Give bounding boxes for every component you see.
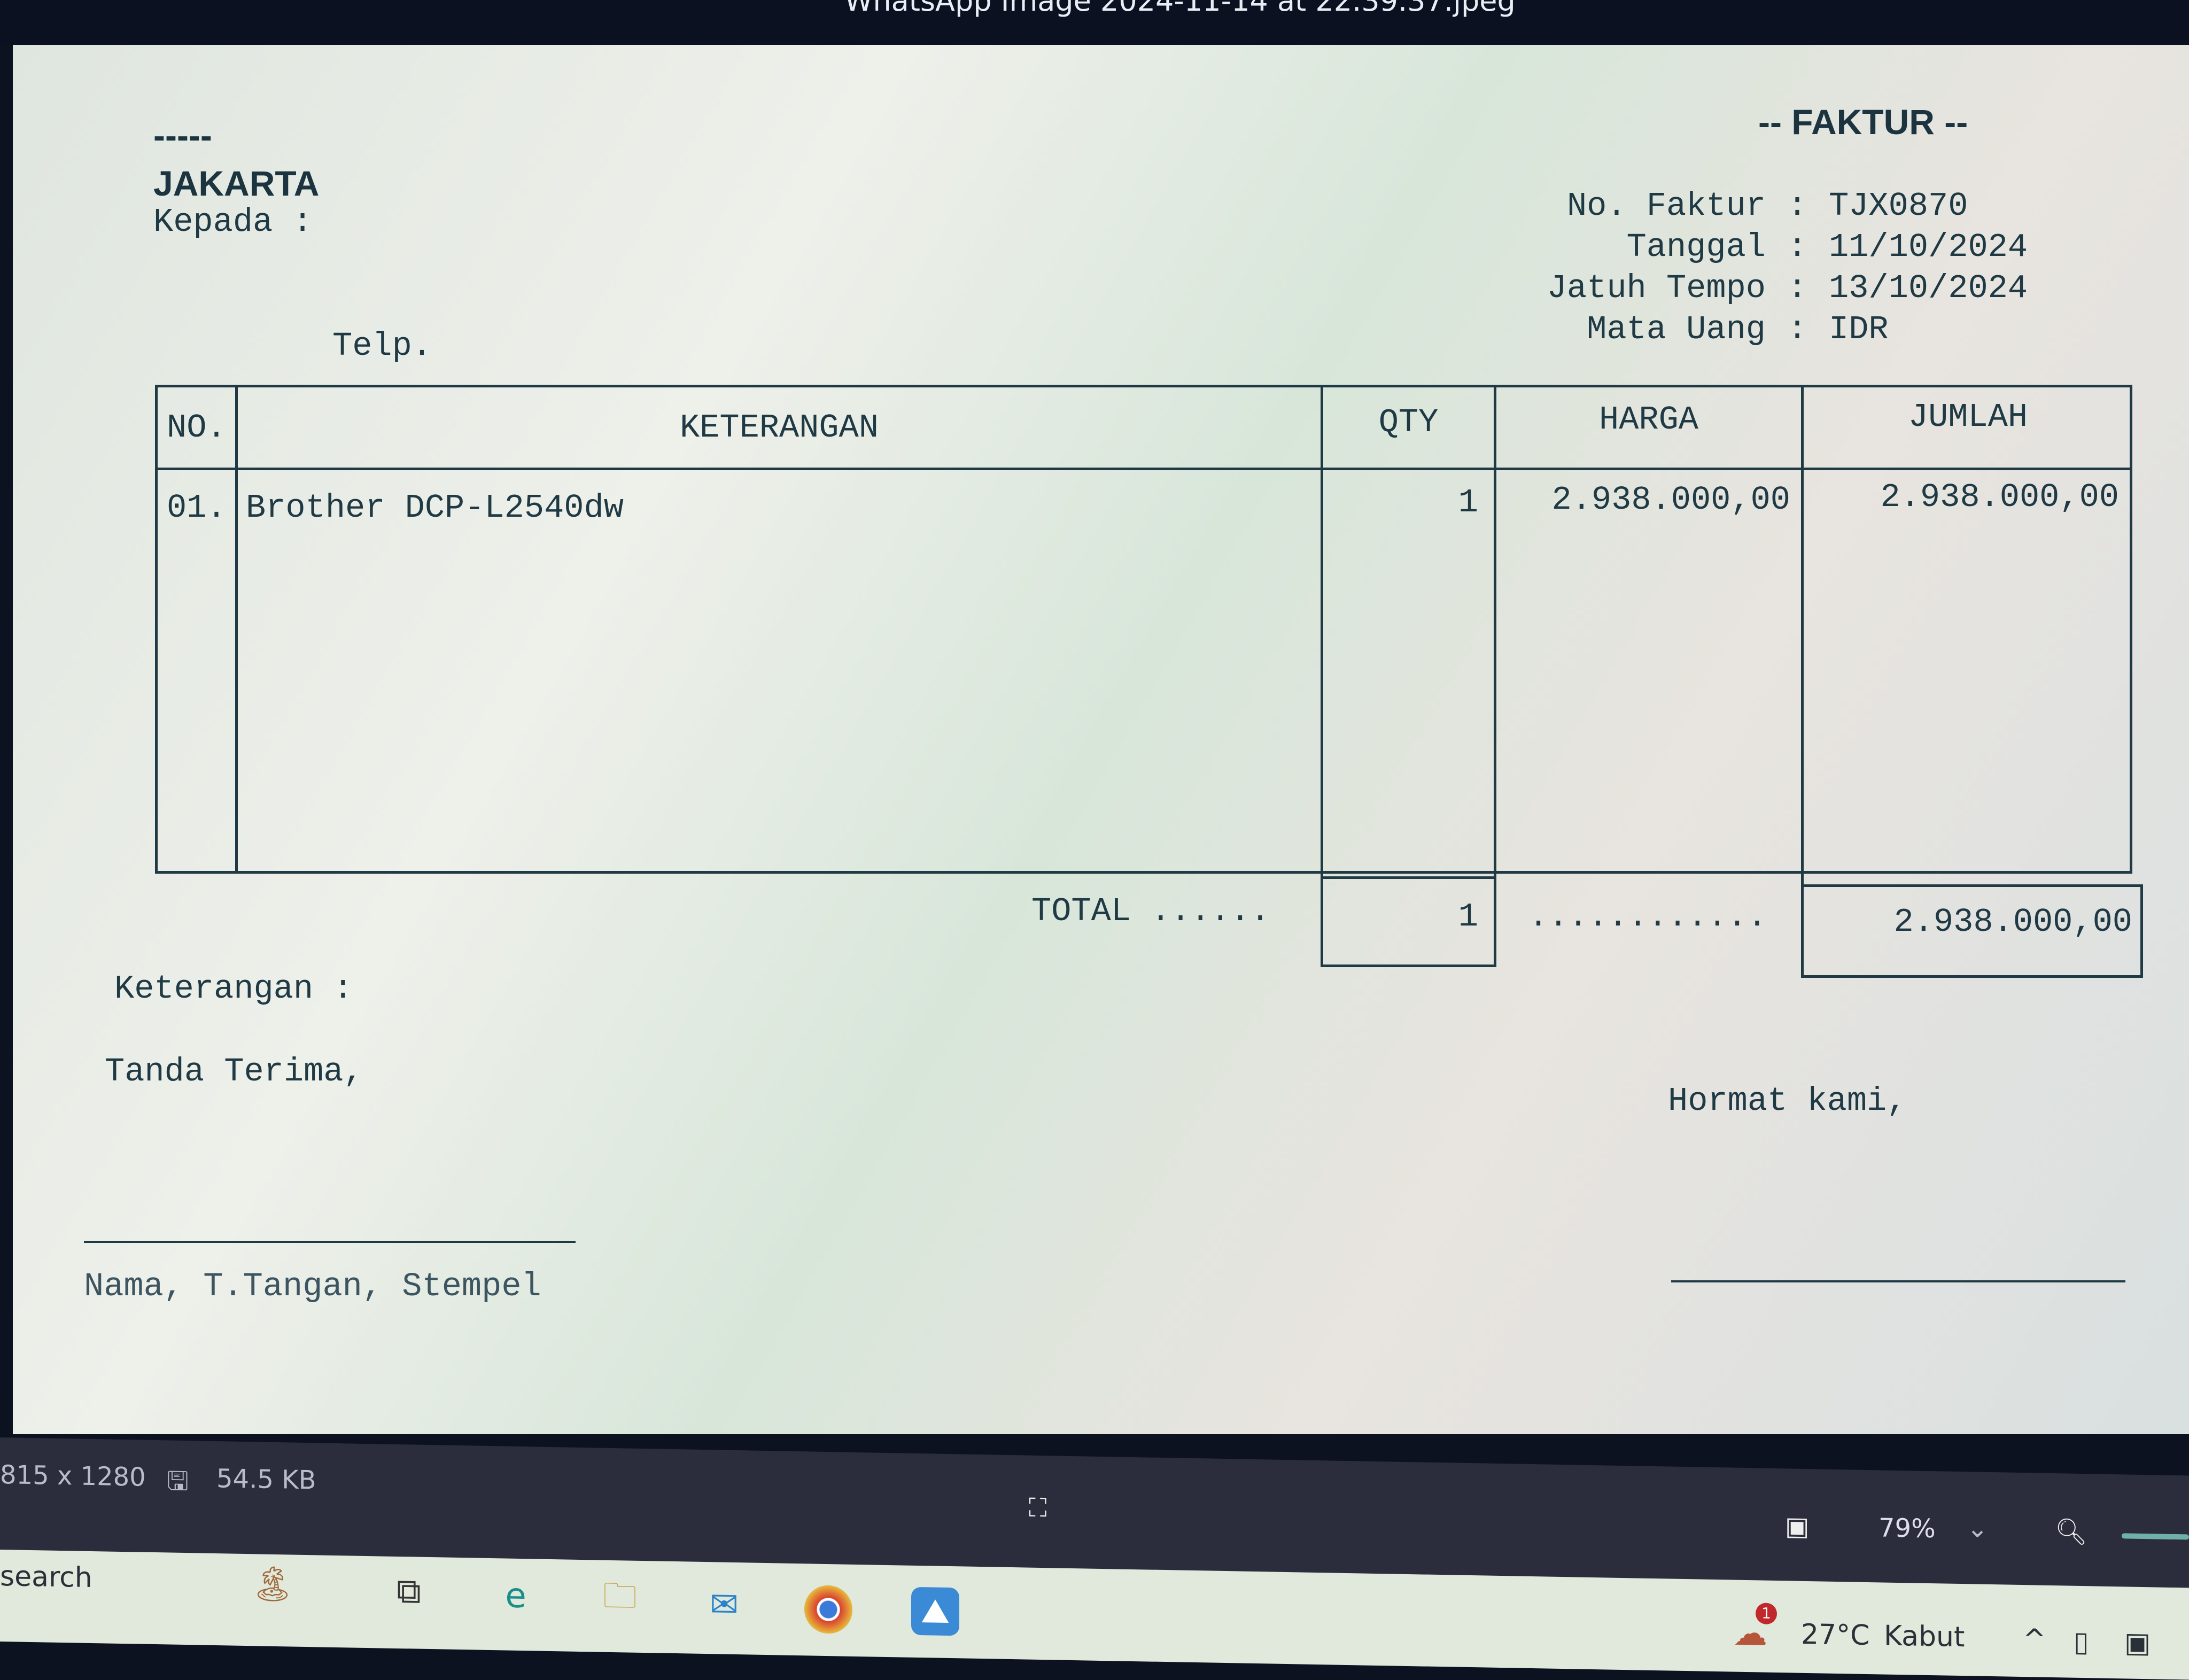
notes-label: Keterangan : [114, 970, 353, 1008]
battery-icon[interactable]: ▯ [2074, 1625, 2089, 1659]
invoice-document [13, 45, 2189, 1434]
regards-label: Hormat kami, [1668, 1082, 1907, 1120]
meta-value: TJX0870 [1829, 187, 1968, 225]
chevron-up-icon[interactable]: ^ [2023, 1623, 2046, 1656]
total-qty: 1 [1458, 898, 1478, 936]
items-table [155, 385, 2132, 874]
column-divider [1801, 385, 1804, 978]
total-dots: ............ [1528, 898, 1767, 936]
column-divider [1321, 385, 1323, 965]
col-header-price: HARGA [1598, 401, 1699, 439]
file-explorer-icon[interactable]: 🗀 [603, 1576, 637, 1616]
actual-size-icon[interactable]: ▣ [1785, 1511, 1810, 1542]
search-box[interactable]: search [0, 1560, 92, 1595]
meta-row: Mata Uang:IDR [1443, 310, 2084, 352]
total-label: TOTAL ...... [1031, 892, 1270, 930]
chrome-icon[interactable] [804, 1585, 852, 1634]
meta-label: Jatuh Tempo [1547, 269, 1766, 307]
network-icon[interactable]: ▣ [2124, 1627, 2151, 1660]
window-title: WhatsApp Image 2024-11-14 at 22.39.37.jp… [844, 0, 1516, 18]
signature-line [84, 1241, 576, 1243]
to-label: Kepada : [153, 203, 313, 241]
meta-row: Jatuh Tempo:13/10/2024 [1443, 269, 2084, 310]
header-divider [155, 468, 2132, 470]
image-dimensions: 815 x 1280 [0, 1460, 146, 1492]
meta-label: Mata Uang [1587, 310, 1766, 348]
chevron-down-icon[interactable]: ⌄ [1967, 1513, 1989, 1544]
row-price: 2.938.000,00 [1551, 481, 1790, 519]
col-header-no: NO. [167, 409, 227, 447]
save-icon: 🖫 [167, 1466, 189, 1497]
zoom-slider[interactable] [2122, 1533, 2189, 1540]
doc-title: -- FAKTUR -- [1758, 102, 1968, 142]
invoice-meta: No. Faktur:TJX0870 Tanggal:11/10/2024 Ja… [1443, 187, 2084, 352]
company-dash: ----- [153, 115, 212, 155]
zoom-level[interactable]: 79% [1878, 1513, 1936, 1544]
total-amount: 2.938.000,00 [1893, 903, 2132, 941]
mail-icon[interactable]: ✉ [710, 1585, 739, 1625]
row-qty: 1 [1458, 484, 1478, 522]
col-header-amount: JUMLAH [1908, 398, 2028, 436]
fit-screen-icon[interactable]: ⛶ [1029, 1492, 1047, 1523]
title-bar: WhatsApp Image 2024-11-14 at 22.39.37.jp… [0, 0, 2189, 45]
col-header-qty: QTY [1378, 403, 1439, 441]
meta-value: 13/10/2024 [1829, 269, 2028, 307]
weather-temp[interactable]: 27°C [1801, 1618, 1870, 1652]
weather-text[interactable]: Kabut [1884, 1620, 1965, 1654]
received-label: Tanda Terima, [105, 1053, 363, 1091]
meta-row: No. Faktur:TJX0870 [1443, 187, 2084, 228]
phone-label: Telp. [332, 327, 432, 365]
task-view-icon[interactable]: ⧉ [397, 1571, 421, 1612]
row-no: 01. [167, 489, 227, 527]
meta-value: IDR [1829, 310, 1889, 348]
col-header-desc: KETERANGAN [679, 409, 879, 447]
row-amount: 2.938.000,00 [1880, 478, 2119, 516]
signature-line [1671, 1280, 2125, 1282]
meta-value: 11/10/2024 [1829, 228, 2028, 266]
photos-icon[interactable]: ⛰ [911, 1586, 959, 1636]
weather-badge: 1 [1756, 1603, 1777, 1625]
row-desc: Brother DCP-L2540dw [246, 489, 624, 527]
meta-row: Tanggal:11/10/2024 [1443, 228, 2084, 269]
total-amount-box [1801, 884, 2143, 978]
total-qty-box [1321, 876, 1496, 967]
file-size: 54.5 KB [216, 1464, 316, 1496]
meta-label: Tanggal [1626, 228, 1766, 266]
column-divider [235, 385, 238, 874]
edge-icon[interactable]: e [505, 1576, 526, 1616]
widgets-icon[interactable]: 🏝 [251, 1564, 294, 1605]
column-divider [1494, 385, 1496, 965]
sign-label: Nama, T.Tangan, Stempel [84, 1267, 541, 1305]
meta-label: No. Faktur [1566, 187, 1766, 225]
city-label: JAKARTA [153, 164, 320, 203]
zoom-out-icon[interactable]: 🔍︎ [2055, 1516, 2087, 1547]
